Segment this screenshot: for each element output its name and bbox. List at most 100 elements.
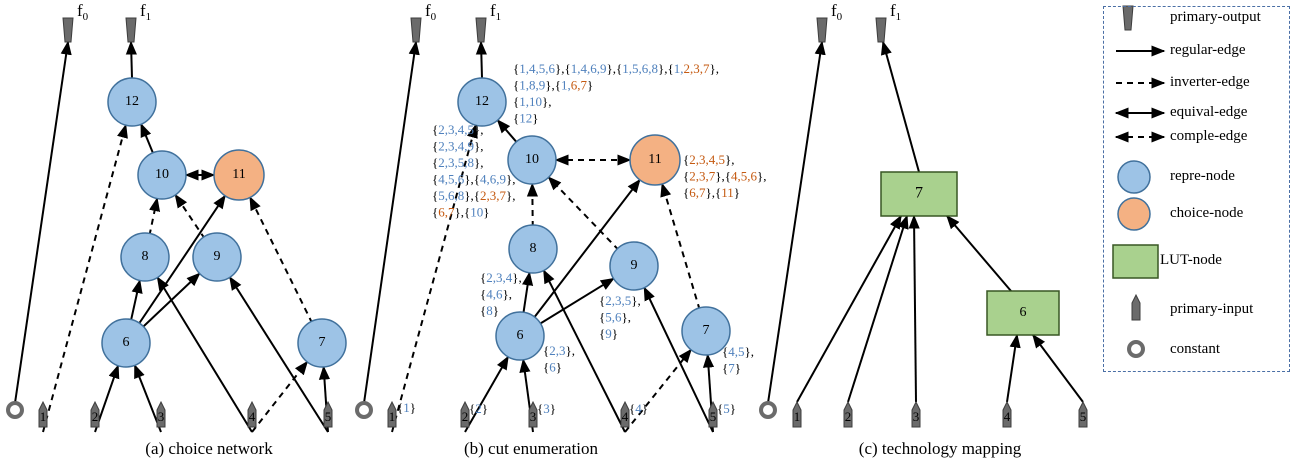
- panel-a-node-11: [213, 149, 265, 201]
- panel-c-lut-7: [880, 171, 958, 217]
- panel-b-cut-i4-line: {4}: [629, 401, 648, 416]
- panel-b-cut-9-line: {5,6},: [599, 309, 631, 324]
- panel-c-input-3-icon: [911, 400, 921, 428]
- panel-a-edge-12-f1: [125, 40, 137, 79]
- panel-b-node-8-label: 8: [530, 241, 537, 256]
- panel-a-edge-i4-7: [251, 360, 309, 433]
- panel-c-output-f0-icon: [816, 17, 828, 43]
- panel-a-input-5-label: 5: [325, 409, 332, 424]
- panel-b-cut-9-line: {2,3,5},: [599, 293, 641, 308]
- panel-c-edge-i2-l7: [847, 214, 909, 403]
- panel-b-edge-i2-6: [464, 355, 509, 433]
- panel-b-edge-7-11: [660, 182, 707, 332]
- legend-constant-icon: [1127, 340, 1145, 358]
- panel-b-cut-8-line: {2,3,4},: [480, 270, 522, 285]
- panel-c-input-4-icon: [1002, 400, 1012, 428]
- panel-b-cut-8-line: {4,6},: [480, 286, 512, 301]
- panel-b-input-5-icon: [708, 400, 718, 428]
- panel-b-output-f0-label: f0: [425, 1, 437, 23]
- panel-c-lut-7-label: 7: [915, 185, 923, 202]
- legend-equival-edge-label: equival-edge: [1170, 104, 1248, 120]
- panel-c-input-2-label: 2: [845, 409, 852, 424]
- panel-a-node-8-label: 8: [142, 249, 149, 264]
- panel-a-node-7-label: 7: [319, 335, 326, 350]
- panel-c-edge-const-f0: [767, 40, 826, 404]
- panel-a-node-9-label: 9: [214, 249, 221, 264]
- panel-c-lut-6: [986, 290, 1060, 336]
- legend-primary-input-icon: [1131, 293, 1141, 321]
- panel-b-node-6-label: 6: [517, 328, 524, 343]
- panel-a-node-7: [297, 318, 347, 368]
- panel-a-edge-7-11: [249, 196, 323, 344]
- panel-b-input-4-label: 4: [622, 409, 629, 424]
- panel-b-cut-12-line: {1,4,5,6},{1,4,6,9},{1,5,6,8},{1,2,3,7},: [513, 61, 719, 76]
- panel-b-cut-10-line: {5,6,8},{2,3,7},: [432, 188, 515, 203]
- legend-comple-edge-label: comple-edge: [1170, 128, 1248, 144]
- panel-b-edge-i1-12: [391, 123, 478, 433]
- panel-a-output-f0-label: f0: [77, 1, 89, 23]
- panel-a-edge-const-f0: [14, 40, 72, 404]
- panel-a-input-4-label: 4: [249, 409, 256, 424]
- panel-b-node-12-label: 12: [475, 94, 489, 109]
- panel-c-edge-l6-l7: [946, 214, 1012, 292]
- legend-repre-node-label: repre-node: [1170, 168, 1235, 184]
- panel-a-output-f1-icon: [125, 17, 137, 43]
- panel-c-edge-l7-f1: [880, 40, 920, 173]
- panel-b-cut-11-line: {6,7},{11}: [683, 185, 740, 200]
- legend-inverter-edge-label: inverter-edge: [1170, 74, 1250, 90]
- panel-c-output-f0-label: f0: [831, 1, 843, 23]
- panel-b-input-3-icon: [528, 400, 538, 428]
- panel-a-input-4-icon: [247, 400, 257, 428]
- panel-a-input-1-label: 1: [40, 409, 47, 424]
- panel-b-cut-i1-line: {1}: [397, 400, 416, 415]
- panel-b-node-10-label: 10: [525, 152, 539, 167]
- panel-b-input-5-label: 5: [710, 409, 717, 424]
- legend: [1103, 6, 1290, 372]
- panel-b-edge-i4-7: [624, 348, 692, 433]
- panel-b-edge-const-f0: [363, 40, 420, 404]
- panel-c-input-5-icon: [1078, 400, 1088, 428]
- panel-a-input-2-icon: [90, 400, 100, 428]
- panel-b-input-3-label: 3: [530, 409, 537, 424]
- panel-c-input-3-label: 3: [913, 409, 920, 424]
- panel-a-input-2-label: 2: [92, 409, 99, 424]
- panel-b-cut-7-line: {4,5},: [722, 344, 754, 359]
- panel-a-node-10: [137, 150, 187, 200]
- caption-c: (c) technology mapping: [858, 439, 1022, 458]
- panel-b-output-f0-icon: [410, 17, 422, 43]
- panel-b-edge-i5-9: [643, 286, 714, 433]
- panel-b-input-2-icon: [460, 400, 470, 428]
- panel-b-cut-10-line: {2,3,5,8},: [432, 155, 484, 170]
- panel-a-node-10-label: 10: [155, 167, 169, 182]
- panel-b-cut-i5-line: {5}: [717, 401, 736, 416]
- panel-c-output-f1-icon: [875, 17, 887, 43]
- legend-lut-node-label: LUT-node: [1160, 252, 1222, 268]
- caption-b: (b) cut enumeration: [463, 439, 599, 458]
- panel-c-edge-i3-l7: [908, 214, 920, 403]
- legend-constant-label: constant: [1170, 341, 1220, 357]
- legend-choice-node-label: choice-node: [1170, 205, 1244, 221]
- panel-a-input-3-label: 3: [158, 409, 165, 424]
- panel-b-cut-7-line: {7}: [722, 360, 741, 375]
- panel-b-edge-6-11: [519, 178, 641, 337]
- panel-a-edge-6-11: [125, 194, 226, 344]
- panel-b-cut-10-line: {4,5,6},{4,6,9},: [432, 171, 515, 186]
- legend-repre-node-icon: [1117, 160, 1151, 194]
- panel-a-edge-i5-9: [229, 276, 329, 433]
- legend-primary-output-label: primary-output: [1170, 9, 1261, 25]
- panel-a-node-8: [120, 232, 170, 282]
- panel-b-cut-10-line: {2,3,4,9},: [432, 138, 484, 153]
- panel-a-edge-8-10: [144, 197, 161, 258]
- legend-choice-node-icon: [1117, 197, 1151, 231]
- panel-b-input-2-label: 2: [462, 409, 469, 424]
- panel-b-node-11-label: 11: [648, 152, 661, 167]
- panel-b-constant-icon: [355, 401, 373, 419]
- panel-b-cut-12-line: {1,10},: [513, 94, 552, 109]
- panel-b-node-6: [495, 311, 545, 361]
- panel-c-input-1-label: 1: [794, 409, 801, 424]
- panel-c-output-f1-label: f1: [890, 1, 901, 23]
- panel-b-cut-8-line: {8}: [480, 303, 499, 318]
- panel-a-constant-icon: [6, 401, 24, 419]
- panel-b-input-1-label: 1: [389, 409, 396, 424]
- panel-c-input-1-icon: [792, 400, 802, 428]
